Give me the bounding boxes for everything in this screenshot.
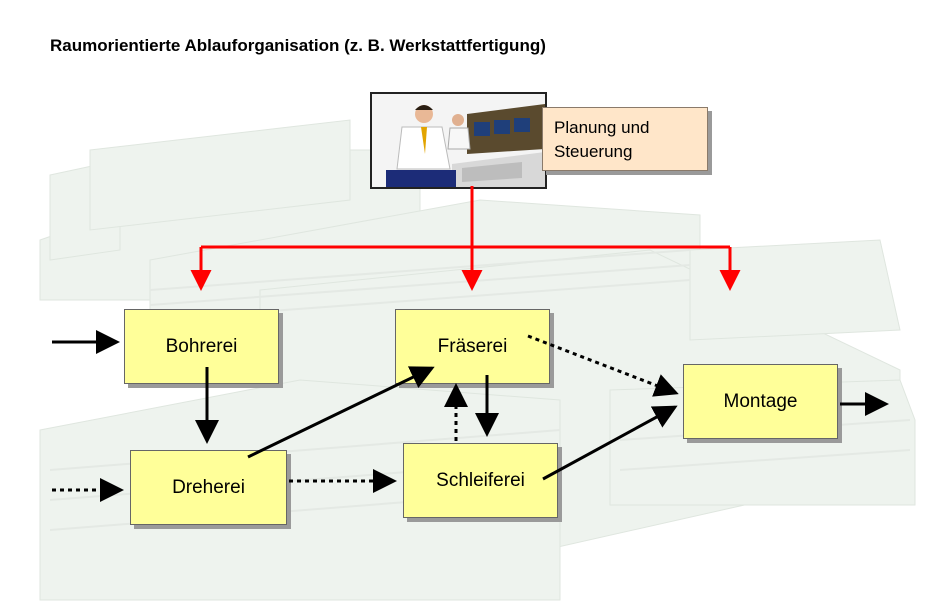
planning-label-line2: Steuerung — [554, 142, 633, 161]
page-title: Raumorientierte Ablauforganisation (z. B… — [50, 36, 546, 55]
bohrerei-box: Bohrerei — [124, 309, 279, 384]
planning-label-line1: Planung und — [554, 118, 650, 137]
planning-control-box: Planung und Steuerung — [542, 107, 708, 171]
montage-box: Montage — [683, 364, 838, 439]
schleiferei-box: Schleiferei — [403, 443, 558, 518]
fraeserei-box: Fräserei — [395, 309, 550, 384]
planning-office-photo — [370, 92, 547, 189]
dreherei-box: Dreherei — [130, 450, 287, 525]
